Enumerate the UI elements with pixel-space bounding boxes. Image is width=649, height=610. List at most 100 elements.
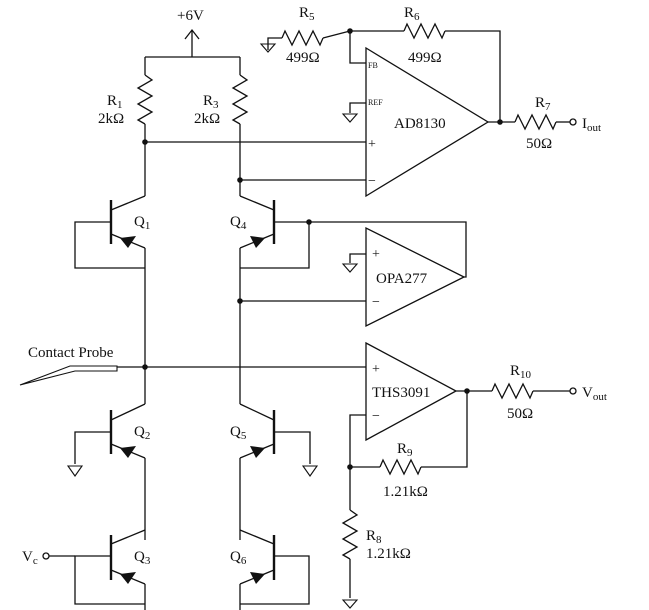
ground-symbol (259, 43, 277, 53)
iout-terminal: Iout (569, 116, 601, 134)
ad8130-pin-ref: REF (368, 98, 383, 107)
ground-symbol (341, 263, 359, 273)
resistor-r9: R9 1.21kΩ (350, 391, 468, 500)
probe-label: Contact Probe (28, 345, 114, 361)
r10-sub: 10 (520, 369, 532, 381)
vc-terminal: Vc (22, 549, 75, 567)
r5-name: R (299, 5, 309, 21)
transistor-q1: Q1 (109, 195, 151, 249)
svg-text:Q2: Q2 (134, 424, 150, 442)
r8-sub: 8 (376, 534, 382, 546)
q4-name: Q (230, 214, 241, 230)
svg-text:Q6: Q6 (230, 549, 247, 567)
r6-value: 499Ω (408, 50, 442, 66)
vout-sub: out (593, 391, 607, 403)
r1-name: R (107, 93, 117, 109)
resistor-r10: R10 50Ω (491, 363, 570, 422)
opa277-name: OPA277 (376, 271, 428, 287)
opa277-plus: + (372, 247, 380, 262)
r1-value: 2kΩ (98, 111, 124, 127)
wire (240, 221, 310, 269)
ths3091-plus: + (372, 362, 380, 377)
q1-sub: 1 (145, 220, 151, 232)
svg-text:R1: R1 (107, 93, 123, 111)
ad8130-plus: + (368, 137, 376, 152)
transistor-q6: Q6 (230, 529, 276, 585)
svg-text:Vc: Vc (22, 549, 38, 567)
r3-value: 2kΩ (194, 111, 220, 127)
q2-sub: 2 (145, 430, 151, 442)
fb-wire (349, 31, 366, 64)
svg-text:R7: R7 (535, 95, 551, 113)
r3-sub: 3 (213, 99, 219, 111)
r5-sub: 5 (309, 11, 315, 23)
vout-terminal: Vout (569, 385, 607, 403)
r9-sub: 9 (407, 447, 413, 459)
q3-sub: 3 (145, 555, 151, 567)
resistor-r3: R3 2kΩ (194, 57, 249, 142)
wire (274, 431, 311, 464)
svg-text:R10: R10 (510, 363, 532, 381)
svg-text:R5: R5 (299, 5, 315, 23)
r8-name: R (366, 528, 376, 544)
ad8130-minus: − (368, 174, 376, 189)
svg-text:R9: R9 (397, 441, 413, 459)
opa277-minus: − (372, 295, 380, 310)
q5-name: Q (230, 424, 241, 440)
r7-sub: 7 (545, 101, 551, 113)
svg-text:R6: R6 (404, 5, 420, 23)
wire (74, 221, 145, 269)
q4-sub: 4 (241, 220, 247, 232)
ground-symbol (66, 465, 84, 477)
supply-label: +6V (177, 8, 204, 24)
q2-name: Q (134, 424, 145, 440)
vc-name: V (22, 549, 33, 565)
q1-name: Q (134, 214, 145, 230)
transistor-q3: Q3 (109, 529, 151, 585)
r6-sub: 6 (414, 11, 420, 23)
r6-name: R (404, 5, 414, 21)
ground-symbol (301, 465, 319, 477)
svg-text:Iout: Iout (582, 116, 601, 134)
ad8130-name: AD8130 (394, 116, 446, 132)
svg-text:Q4: Q4 (230, 214, 247, 232)
resistor-r7: R7 50Ω (514, 95, 570, 152)
wire (74, 431, 111, 464)
amplifier-ad8130: AD8130 FB REF + − (365, 46, 490, 198)
r9-name: R (397, 441, 407, 457)
ths3091-minus: − (372, 409, 380, 424)
q6-name: Q (230, 549, 241, 565)
svg-text:R3: R3 (203, 93, 219, 111)
iout-sub: out (587, 122, 601, 134)
wire (349, 414, 366, 467)
resistor-r1: R1 2kΩ (98, 57, 154, 142)
ground-symbol (341, 599, 359, 609)
svg-text:Q5: Q5 (230, 424, 247, 442)
r9-value: 1.21kΩ (383, 484, 428, 500)
ground-symbol (341, 113, 359, 123)
wire (349, 253, 366, 263)
q5-sub: 5 (241, 430, 247, 442)
iout-name: I (582, 116, 587, 132)
r10-value: 50Ω (507, 406, 533, 422)
amplifier-ths3091: THS3091 + − (365, 341, 458, 442)
ad8130-pin-fb: FB (368, 61, 378, 70)
ref-wire (349, 102, 366, 113)
transistor-q5: Q5 (230, 403, 276, 459)
r1-sub: 1 (117, 99, 123, 111)
vout-name: V (582, 385, 593, 401)
resistor-r6: R6 499Ω (350, 5, 501, 122)
r5-value: 499Ω (286, 50, 320, 66)
r3-name: R (203, 93, 213, 109)
supply-terminal: +6V (177, 8, 204, 57)
resistor-r5: R5 499Ω (267, 5, 351, 66)
r8-value: 1.21kΩ (366, 546, 411, 562)
svg-text:Q3: Q3 (134, 549, 151, 567)
q3-name: Q (134, 549, 145, 565)
transistor-q4: Q4 (230, 195, 276, 249)
amplifier-opa277: OPA277 + − (365, 226, 466, 328)
svg-text:R8: R8 (366, 528, 382, 546)
r10-name: R (510, 363, 520, 379)
wire (74, 555, 145, 605)
